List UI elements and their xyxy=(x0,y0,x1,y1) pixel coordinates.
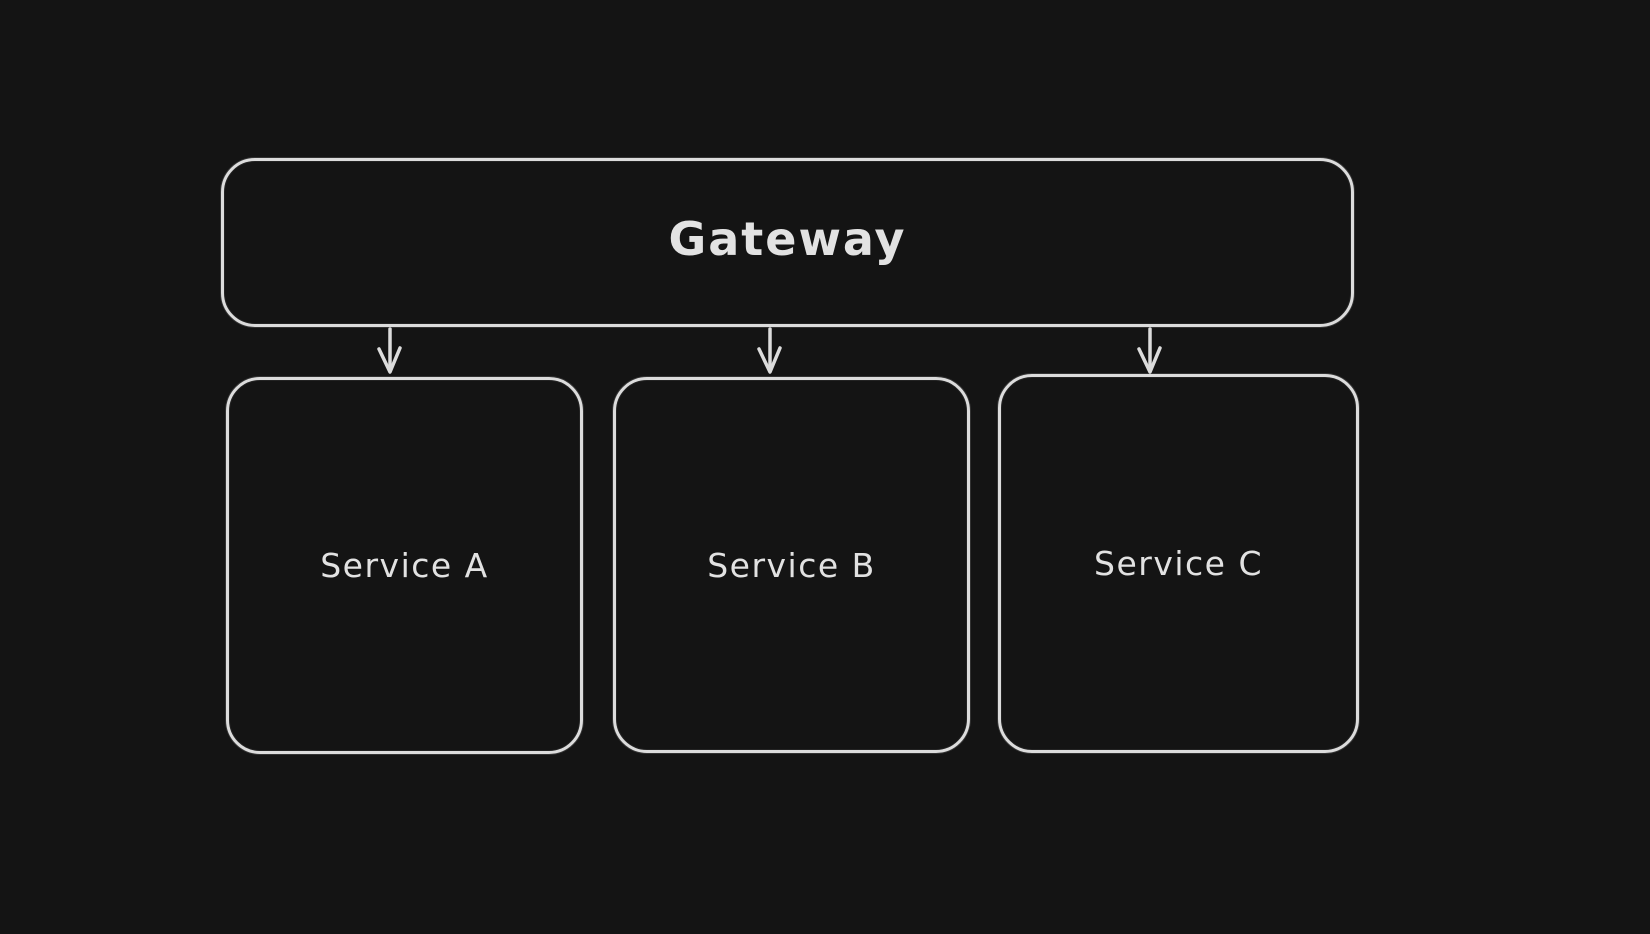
gateway-label: Gateway xyxy=(668,211,907,266)
service-c-node: Service C xyxy=(998,374,1359,753)
service-a-label: Service A xyxy=(320,546,489,585)
service-b-node: Service B xyxy=(613,377,970,753)
arrow-gateway-to-service-c xyxy=(1137,327,1162,374)
service-b-label: Service B xyxy=(707,545,876,585)
gateway-node: Gateway xyxy=(221,158,1354,327)
service-c-label: Service C xyxy=(1094,544,1263,583)
arrow-gateway-to-service-b xyxy=(757,327,782,374)
service-a-node: Service A xyxy=(226,377,583,754)
arrow-gateway-to-service-a xyxy=(377,327,402,374)
